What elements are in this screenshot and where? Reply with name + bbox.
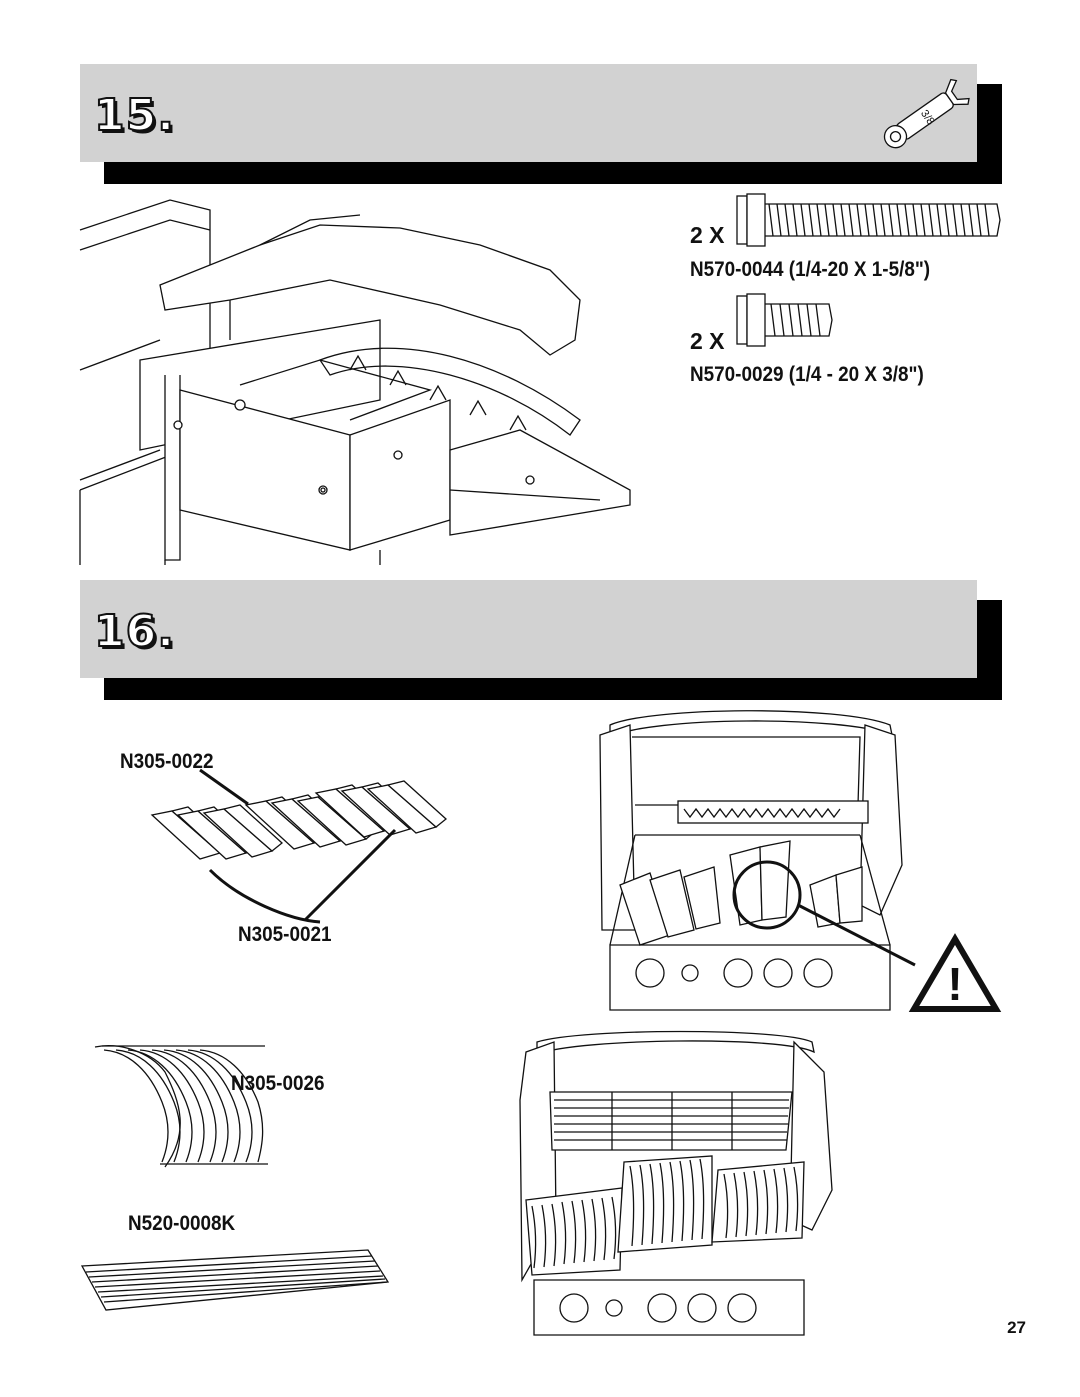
- step-16-banner: 16.: [80, 580, 1002, 700]
- bolt-long-part-number: N570-0044 (1/4-20 X 1-5/8"): [690, 258, 931, 281]
- side-burner-assembly-illustration: [79, 199, 631, 565]
- grill-flame-tamers-illustration: [599, 710, 916, 1011]
- wrench-icon: 3/8: [883, 78, 970, 149]
- bolt-short-part-number: N570-0029 (1/4 - 20 X 3/8"): [690, 363, 924, 386]
- warming-rack-illustration: [80, 1249, 390, 1311]
- bottom-flame-tamer-part-number: N305-0021: [238, 923, 332, 946]
- step-15-banner: 15. 3/8: [80, 64, 1002, 184]
- top-flame-tamer-part-number: N305-0022: [120, 750, 214, 773]
- step-number: 15.: [93, 89, 175, 142]
- cooking-grid-illustration: [94, 1045, 268, 1168]
- warning-triangle-icon: !: [908, 933, 1002, 1012]
- grill-cooking-grids-illustration: [519, 1030, 833, 1336]
- flame-tamers-illustration: [150, 780, 447, 860]
- hardware-qty: 2 X: [690, 222, 725, 248]
- long-bolt-icon: [736, 193, 1001, 247]
- step-number: 16.: [93, 605, 175, 658]
- hardware-qty: 2 X: [690, 328, 725, 354]
- short-bolt-icon: [736, 293, 833, 347]
- cooking-grid-part-number: N305-0026: [231, 1072, 325, 1095]
- warning-symbol: !: [947, 958, 962, 1010]
- warming-rack-part-number: N520-0008K: [128, 1212, 236, 1235]
- page-number: 27: [1007, 1318, 1026, 1337]
- leader-lines: [199, 768, 397, 924]
